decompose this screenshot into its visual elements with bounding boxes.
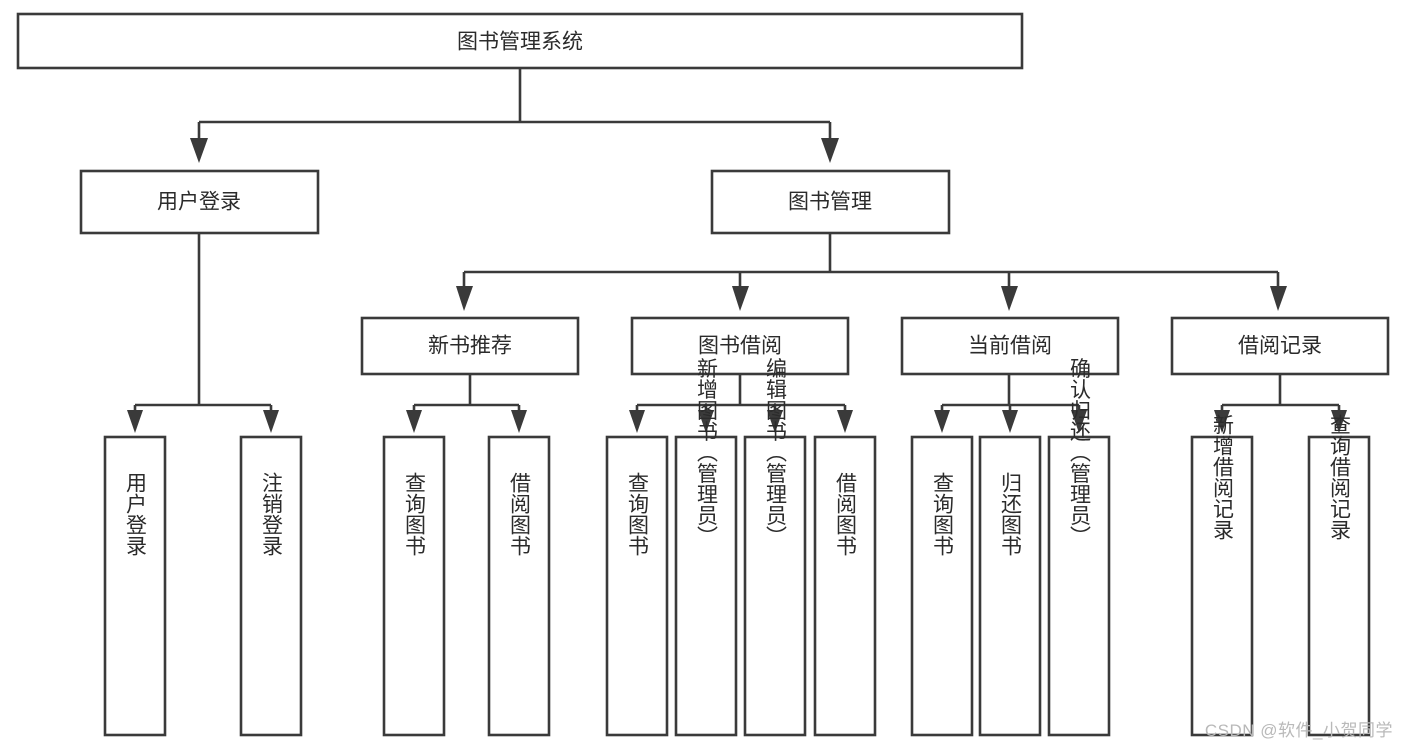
node-book-management-label: 图书管理 (788, 191, 872, 214)
leaf-user-login-2[interactable]: 注销登录 (239, 435, 303, 737)
leaf-book-borrow-3-box[interactable] (743, 435, 807, 737)
leaf-new-book-2-box[interactable] (487, 435, 551, 737)
arrow-user-login-leaf-2-icon (263, 410, 279, 433)
leaf-new-book-2[interactable]: 借阅图书 (487, 435, 551, 737)
node-current-borrow[interactable]: 当前借阅 (900, 316, 1120, 376)
leaf-current-borrow-3-box[interactable] (1047, 435, 1111, 737)
leaf-new-book-1[interactable]: 查询图书 (382, 435, 446, 737)
leaf-current-borrow-1[interactable]: 查询图书 (910, 435, 974, 737)
leaf-current-borrow-2-label: 归还图书 (999, 472, 1023, 556)
leaf-borrow-record-1-box[interactable] (1190, 435, 1254, 737)
leaf-current-borrow-2-box[interactable] (978, 435, 1042, 737)
leaf-current-borrow-1-box[interactable] (910, 435, 974, 737)
leaf-book-borrow-2[interactable]: 新增图书（管理员） (674, 358, 738, 737)
arrow-current-borrow-leaf-1-icon (934, 410, 950, 433)
leaf-book-borrow-3-label: 编辑图书（管理员） (764, 358, 788, 547)
leaf-new-book-1-label: 查询图书 (403, 472, 427, 556)
leaf-user-login-1-label: 用户登录 (124, 472, 148, 556)
arrow-borrow-record-leaf-2-icon (1331, 410, 1347, 433)
node-book-borrow-box[interactable] (630, 316, 850, 376)
leaf-new-book-2-label: 借阅图书 (508, 472, 532, 556)
leaf-book-borrow-4-box[interactable] (813, 435, 877, 737)
node-root-box[interactable] (16, 12, 1024, 70)
node-new-book-recommend-box[interactable] (360, 316, 580, 376)
leaf-book-borrow-2-box[interactable] (674, 435, 738, 737)
node-new-book-recommend-label: 新书推荐 (428, 335, 512, 358)
edge-group-borrow-record-to-leaves (1214, 374, 1347, 433)
edge-group-book-borrow-to-leaves (629, 374, 853, 433)
arrow-book-mgmt-to-borrow-record-icon (1270, 286, 1287, 311)
leaf-borrow-record-1-label: 新增借阅记录 (1211, 414, 1235, 540)
node-user-login-label: 用户登录 (157, 191, 241, 214)
node-new-book-recommend[interactable]: 新书推荐 (360, 316, 580, 376)
node-root-book-management-system[interactable]: 图书管理系统 (16, 12, 1024, 70)
arrow-user-login-leaf-1-icon (127, 410, 143, 433)
leaf-book-borrow-4[interactable]: 借阅图书 (813, 435, 877, 737)
arrow-new-book-leaf-2-icon (511, 410, 527, 433)
leaf-book-borrow-1-label: 查询图书 (626, 472, 650, 556)
leaf-book-borrow-1[interactable]: 查询图书 (605, 435, 669, 737)
leaf-borrow-record-1[interactable]: 新增借阅记录 (1190, 414, 1254, 737)
arrow-book-borrow-leaf-2-icon (698, 410, 714, 433)
arrow-book-borrow-leaf-1-icon (629, 410, 645, 433)
node-book-borrow-label: 图书借阅 (698, 335, 782, 358)
node-current-borrow-label: 当前借阅 (968, 335, 1052, 358)
leaf-borrow-record-2-label: 查询借阅记录 (1328, 414, 1352, 540)
leaf-current-borrow-2[interactable]: 归还图书 (978, 435, 1042, 737)
edge-group-book-mgmt-to-level3 (456, 233, 1287, 311)
edge-group-root-to-level2 (190, 68, 839, 163)
arrow-book-mgmt-to-new-book-icon (456, 286, 473, 311)
node-user-login-box[interactable] (79, 169, 320, 235)
leaf-current-borrow-3[interactable]: 确认归还（管理员） (1047, 358, 1111, 737)
node-user-login[interactable]: 用户登录 (79, 169, 320, 235)
arrow-current-borrow-leaf-3-icon (1071, 410, 1087, 433)
arrow-root-to-book-mgmt-icon (821, 138, 839, 163)
arrow-book-mgmt-to-current-borrow-icon (1001, 286, 1018, 311)
node-current-borrow-box[interactable] (900, 316, 1120, 376)
edge-group-current-borrow-to-leaves (934, 374, 1087, 433)
leaf-user-login-2-box[interactable] (239, 435, 303, 737)
node-book-management[interactable]: 图书管理 (710, 169, 951, 235)
arrow-book-mgmt-to-book-borrow-icon (732, 286, 749, 311)
arrow-book-borrow-leaf-4-icon (837, 410, 853, 433)
node-borrow-record-box[interactable] (1170, 316, 1390, 376)
leaf-current-borrow-3-label: 确认归还（管理员） (1068, 358, 1092, 547)
leaf-book-borrow-3[interactable]: 编辑图书（管理员） (743, 358, 807, 737)
arrow-root-to-user-login-icon (190, 138, 208, 163)
leaf-new-book-1-box[interactable] (382, 435, 446, 737)
leaf-current-borrow-1-label: 查询图书 (931, 472, 955, 556)
node-borrow-record-label: 借阅记录 (1238, 335, 1322, 358)
leaf-user-login-1[interactable]: 用户登录 (103, 435, 167, 737)
arrow-borrow-record-leaf-1-icon (1214, 410, 1230, 433)
node-book-management-box[interactable] (710, 169, 951, 235)
node-book-borrow[interactable]: 图书借阅 (630, 316, 850, 376)
leaf-borrow-record-2-box[interactable] (1307, 435, 1371, 737)
node-root-label: 图书管理系统 (457, 31, 583, 54)
leaf-book-borrow-4-label: 借阅图书 (834, 472, 858, 556)
edge-group-user-login-to-leaves (127, 233, 279, 433)
edge-group-new-book-to-leaves (406, 374, 527, 433)
leaf-book-borrow-1-box[interactable] (605, 435, 669, 737)
leaf-user-login-2-label: 注销登录 (260, 472, 284, 556)
node-borrow-record[interactable]: 借阅记录 (1170, 316, 1390, 376)
leaf-book-borrow-2-label: 新增图书（管理员） (695, 358, 719, 547)
arrow-book-borrow-leaf-3-icon (767, 410, 783, 433)
arrow-current-borrow-leaf-2-icon (1002, 410, 1018, 433)
leaf-borrow-record-2[interactable]: 查询借阅记录 (1307, 414, 1371, 737)
leaf-user-login-1-box[interactable] (103, 435, 167, 737)
arrow-new-book-leaf-1-icon (406, 410, 422, 433)
